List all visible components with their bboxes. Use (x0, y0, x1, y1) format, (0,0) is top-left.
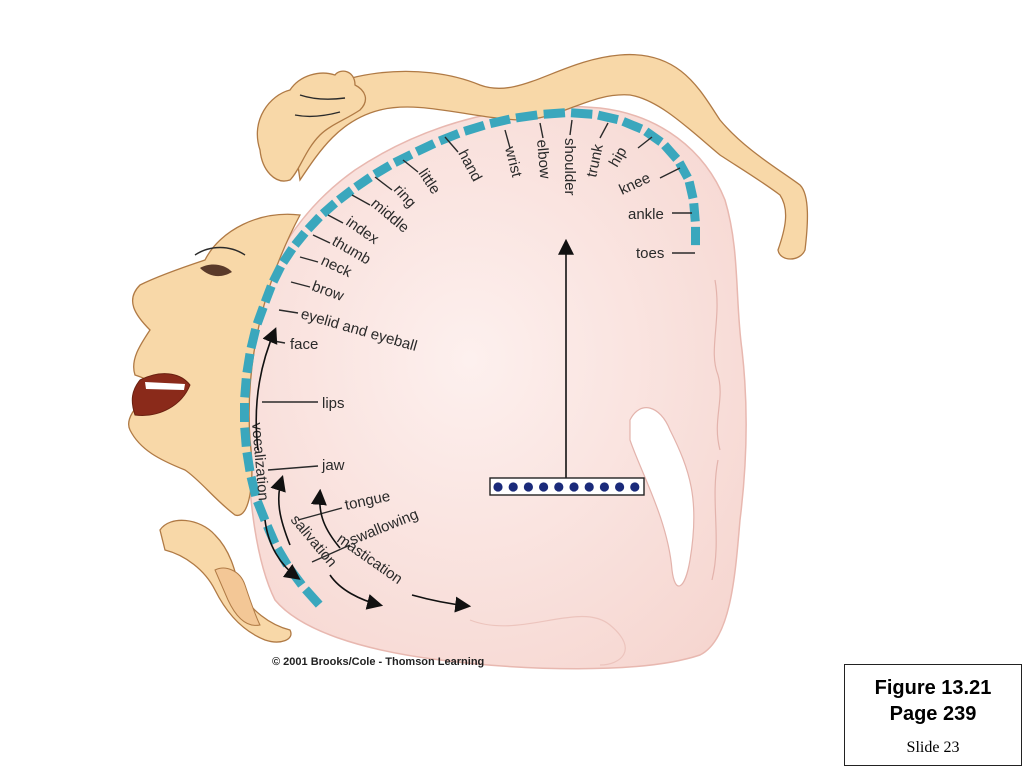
motor-strip-segment (246, 328, 261, 350)
motor-strip-segment (597, 110, 619, 125)
motor-strip-segment (414, 139, 437, 156)
motor-strip-segment (246, 475, 261, 497)
arrow-swallowing (411, 594, 472, 613)
ventricle-outline (629, 407, 695, 587)
label-lips: lips (322, 395, 345, 412)
electrode-dot (539, 482, 549, 492)
electrode-dot (493, 482, 503, 492)
label-elbow: elbow (533, 139, 553, 180)
motor-strip-segment (240, 403, 249, 422)
electrode-dot (584, 482, 594, 492)
motor-strip-segment (684, 180, 698, 200)
finger-crease (299, 94, 346, 100)
electrode-dots (493, 482, 640, 492)
electrode-dot (523, 482, 534, 492)
label-ankle: ankle (628, 206, 664, 223)
sulcus-line-lower (711, 459, 719, 581)
electrode-dot (599, 482, 610, 492)
motor-strip-segment (240, 427, 251, 447)
page-number: Page 239 (889, 703, 977, 725)
motor-strip-segment (691, 226, 700, 246)
motor-strip-segment (242, 451, 255, 472)
face-teeth (145, 382, 185, 390)
gyrus-curve (469, 615, 626, 666)
brain-section (242, 105, 747, 670)
copyright-notice: © 2001 Brooks/Cole - Thomson Learning (272, 656, 485, 668)
face-eye (200, 264, 232, 277)
motor-strip-segment (253, 499, 270, 522)
arrow-jaw (270, 474, 291, 546)
arrow-mastication (329, 574, 384, 610)
motor-strip-segment (304, 213, 323, 233)
figure-caption-box: Figure 13.21 Page 239 Slide 23 (844, 664, 1022, 766)
motor-strip-segment (515, 110, 538, 123)
motor-strip-segment (273, 546, 292, 568)
label-trunk: trunk (583, 142, 607, 179)
motor-strip-segment (260, 284, 276, 304)
motor-strip-segment (543, 108, 566, 119)
finger-crease-2 (294, 111, 341, 118)
motor-strip-segment (291, 229, 309, 248)
leader-lines (262, 119, 695, 563)
motor-strip-segment (252, 305, 268, 326)
electrode-dot (569, 482, 579, 492)
electrode-dot (554, 482, 564, 492)
motor-strip-segment (392, 150, 414, 167)
label-shoulder: shoulder (561, 138, 578, 196)
movement-arrows (255, 327, 472, 613)
motor-strip-segment (240, 378, 251, 398)
motor-strip-segment (621, 117, 644, 134)
sulcus-line (713, 279, 721, 451)
motor-strip-segment (319, 199, 339, 218)
slide-number: Slide 23 (906, 739, 960, 756)
motor-strip-segment (242, 353, 255, 374)
homunculus-throat (214, 567, 261, 626)
electrode-dot (630, 482, 640, 492)
motor-strip-segment (353, 173, 373, 191)
motor-strip-segment (675, 160, 692, 180)
figure-number: Figure 13.21 (874, 677, 992, 699)
label-jaw: jaw (321, 457, 345, 474)
label-toes: toes (636, 245, 664, 262)
arrow-salivation (264, 519, 301, 580)
motor-strip-segment (279, 246, 297, 265)
motor-strip-segment (643, 127, 664, 146)
arrow-vocalization-up (255, 327, 278, 451)
label-vocalization: vocalization (248, 422, 272, 502)
motor-strip-segment (661, 142, 681, 162)
motor-strip-segment (372, 161, 393, 179)
motor-strip-segment (269, 264, 285, 284)
motor-strip-segment (570, 108, 593, 119)
label-face: face (290, 336, 318, 353)
motor-strip-segment (302, 586, 323, 608)
electrode-dot (615, 482, 625, 492)
motor-strip-segment (438, 129, 461, 146)
face-brow (194, 246, 246, 256)
motor-cortex-strip (240, 108, 700, 608)
arrow-tongue (310, 488, 341, 549)
motor-strip-segment (463, 120, 486, 136)
motor-strip-segment (489, 114, 511, 129)
motor-strip-segment (336, 186, 355, 204)
electrode-dot (508, 482, 518, 492)
motor-strip-segment (689, 202, 700, 222)
